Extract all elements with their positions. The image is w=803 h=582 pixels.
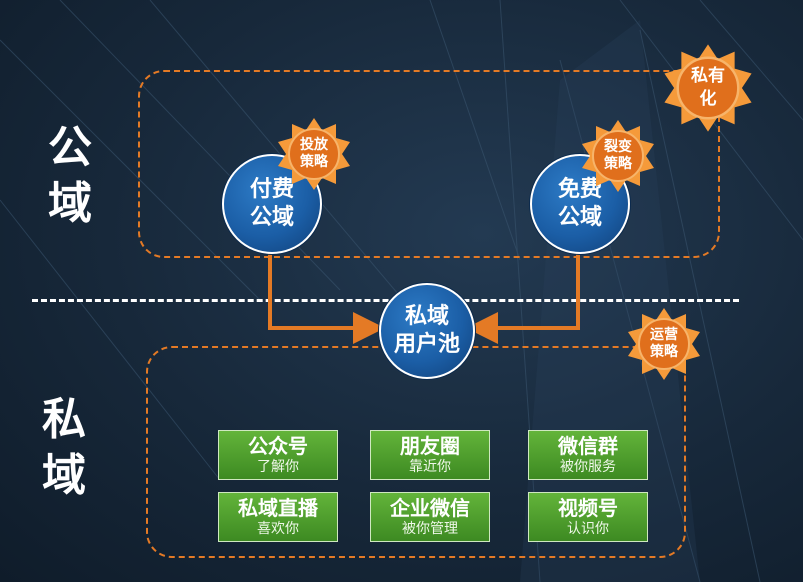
public-domain-region	[138, 70, 720, 258]
free-public-line2: 公域	[557, 205, 602, 230]
sun-badge-icon	[664, 44, 752, 132]
invest-strategy-badge: 投放 策略	[276, 116, 352, 192]
private-domain-label: 私 域	[42, 394, 86, 501]
channel-subtitle: 靠近你	[409, 459, 451, 475]
fission-strategy-badge: 裂变 策略	[580, 118, 656, 194]
sun-badge-icon	[628, 308, 700, 380]
channel-subtitle: 喜欢你	[257, 521, 299, 537]
operate-line2: 策略	[650, 344, 678, 360]
channel-box: 企业微信 被你管理	[370, 492, 490, 542]
privatize-line2: 化	[699, 89, 717, 109]
fission-line1: 裂变	[604, 139, 632, 155]
paid-public-line2: 公域	[249, 205, 294, 230]
channel-subtitle: 认识你	[567, 521, 609, 537]
invest-line1: 投放	[300, 137, 328, 153]
privatize-line1: 私有	[691, 66, 725, 86]
channel-subtitle: 被你服务	[560, 459, 616, 475]
private-user-pool-circle: 私域 用户池	[379, 283, 475, 379]
public-domain-label: 公 域	[48, 122, 92, 229]
channel-box: 公众号 了解你	[218, 430, 338, 480]
channel-title: 朋友圈	[400, 434, 460, 458]
channel-box: 视频号 认识你	[528, 492, 648, 542]
channel-title: 企业微信	[390, 496, 470, 520]
channel-box: 朋友圈 靠近你	[370, 430, 490, 480]
operate-line1: 运营	[650, 327, 678, 343]
arrow-paid-to-pool	[268, 248, 385, 344]
privatize-badge: 私有 化	[662, 42, 754, 134]
operate-strategy-badge: 运营 策略	[626, 306, 702, 382]
channel-box: 微信群 被你服务	[528, 430, 648, 480]
arrow-free-to-pool	[466, 248, 580, 344]
paid-public-line1: 付费	[249, 177, 294, 202]
sun-badge-icon	[582, 120, 654, 192]
channel-title: 私域直播	[238, 496, 318, 520]
channel-subtitle: 被你管理	[402, 521, 458, 537]
domain-separator-line	[32, 299, 739, 302]
invest-line2: 策略	[300, 154, 328, 170]
channel-title: 微信群	[558, 434, 618, 458]
free-public-line1: 免费	[557, 177, 602, 202]
channel-box: 私域直播 喜欢你	[218, 492, 338, 542]
channel-subtitle: 了解你	[257, 459, 299, 475]
pool-line1: 私域	[404, 304, 449, 329]
channel-title: 视频号	[558, 496, 618, 520]
fission-line2: 策略	[604, 156, 632, 172]
sun-badge-icon	[278, 118, 350, 190]
pool-line2: 用户池	[393, 332, 460, 357]
channel-title: 公众号	[248, 434, 308, 458]
